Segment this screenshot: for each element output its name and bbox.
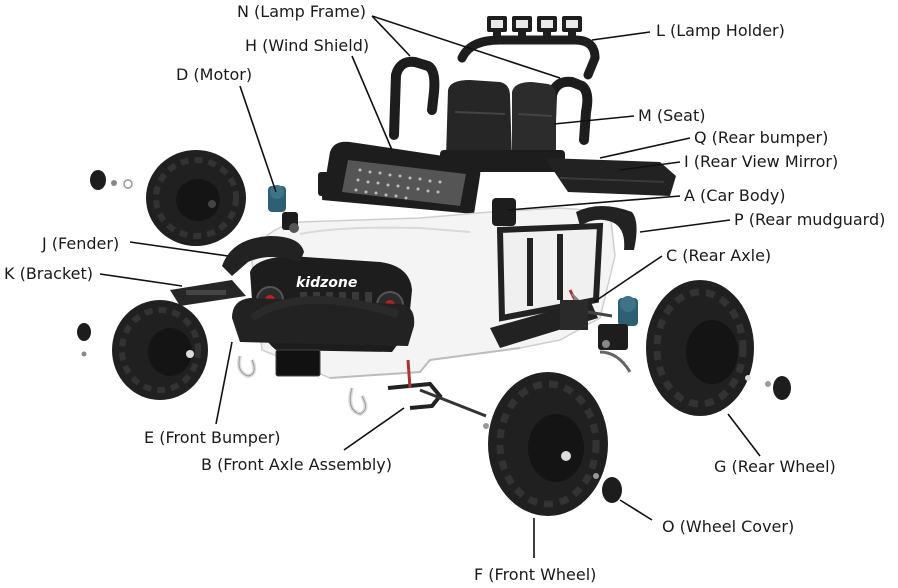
brand-logo: kidzone	[296, 275, 357, 291]
label-lamp-frame: N (Lamp Frame)	[237, 2, 366, 21]
wheel-cap-mid-left	[77, 323, 91, 357]
leader-seat	[553, 115, 635, 125]
car-body-drawing: kidzone	[232, 207, 616, 379]
leader-car-body	[507, 195, 681, 211]
label-front-wheel: F (Front Wheel)	[474, 565, 596, 584]
label-rear-axle: C (Rear Axle)	[666, 246, 771, 265]
leader-lines	[99, 15, 761, 558]
motor-drawing-front	[268, 185, 299, 233]
leader-rear-axle	[593, 255, 663, 303]
label-rear-view-mirror: I (Rear View Mirror)	[684, 152, 838, 171]
label-front-bumper: E (Front Bumper)	[144, 428, 281, 447]
lamp-holder-drawing	[457, 16, 600, 80]
leader-rear-bumper	[599, 137, 691, 159]
label-fender: J (Fender)	[41, 234, 119, 253]
label-rear-wheel: G (Rear Wheel)	[714, 457, 836, 476]
wheel-cap-top-left	[90, 170, 133, 190]
rear-axle-drawing	[560, 289, 632, 373]
leader-bracket	[99, 273, 183, 287]
label-bracket: K (Bracket)	[4, 264, 93, 283]
rear-view-mirror-drawing	[322, 178, 516, 226]
label-rear-mudguard: P (Rear mudguard)	[734, 210, 885, 229]
wheel-drawing-top-left	[146, 150, 246, 246]
motor-drawing-rear	[598, 296, 638, 350]
leader-fender	[129, 241, 229, 257]
lamp-frame-drawing	[389, 56, 593, 155]
rear-mudguard-drawing	[576, 206, 637, 250]
leader-lamp-frame-right	[371, 15, 561, 79]
leader-lamp-frame-left	[371, 15, 411, 57]
bracket-drawing	[170, 280, 246, 306]
label-car-body: A (Car Body)	[684, 186, 786, 205]
leader-rear-view-mirror	[619, 161, 681, 171]
label-lamp-holder: L (Lamp Holder)	[656, 21, 785, 40]
front-wheel-drawing	[483, 372, 608, 516]
leader-rear-wheel	[727, 413, 761, 457]
fender-drawing	[222, 236, 304, 276]
callout-labels: N (Lamp Frame) L (Lamp Holder) H (Wind S…	[4, 2, 885, 584]
tow-hooks-drawing	[237, 355, 368, 417]
front-axle-drawing	[387, 359, 487, 418]
rear-bumper-drawing	[545, 158, 676, 196]
label-motor: D (Motor)	[176, 65, 252, 84]
wheel-drawing-mid-left	[112, 300, 208, 400]
leader-wheel-cover	[619, 499, 653, 521]
leader-wind-shield	[351, 55, 393, 151]
leader-motor	[239, 85, 277, 193]
windshield-drawing	[318, 141, 481, 214]
label-wheel-cover: O (Wheel Cover)	[662, 517, 794, 536]
leader-rear-mudguard	[639, 219, 731, 233]
label-wind-shield: H (Wind Shield)	[245, 36, 369, 55]
label-rear-bumper: Q (Rear bumper)	[694, 128, 828, 147]
wheel-cover-rear-drawing	[765, 376, 791, 400]
rear-wheel-drawing	[646, 280, 754, 416]
leader-lamp-holder	[591, 31, 651, 41]
leader-front-axle	[343, 407, 405, 451]
leader-front-bumper	[215, 341, 233, 425]
label-seat: M (Seat)	[638, 106, 705, 125]
wheel-cover-drawing	[593, 473, 622, 503]
label-front-axle-assembly: B (Front Axle Assembly)	[201, 455, 392, 474]
